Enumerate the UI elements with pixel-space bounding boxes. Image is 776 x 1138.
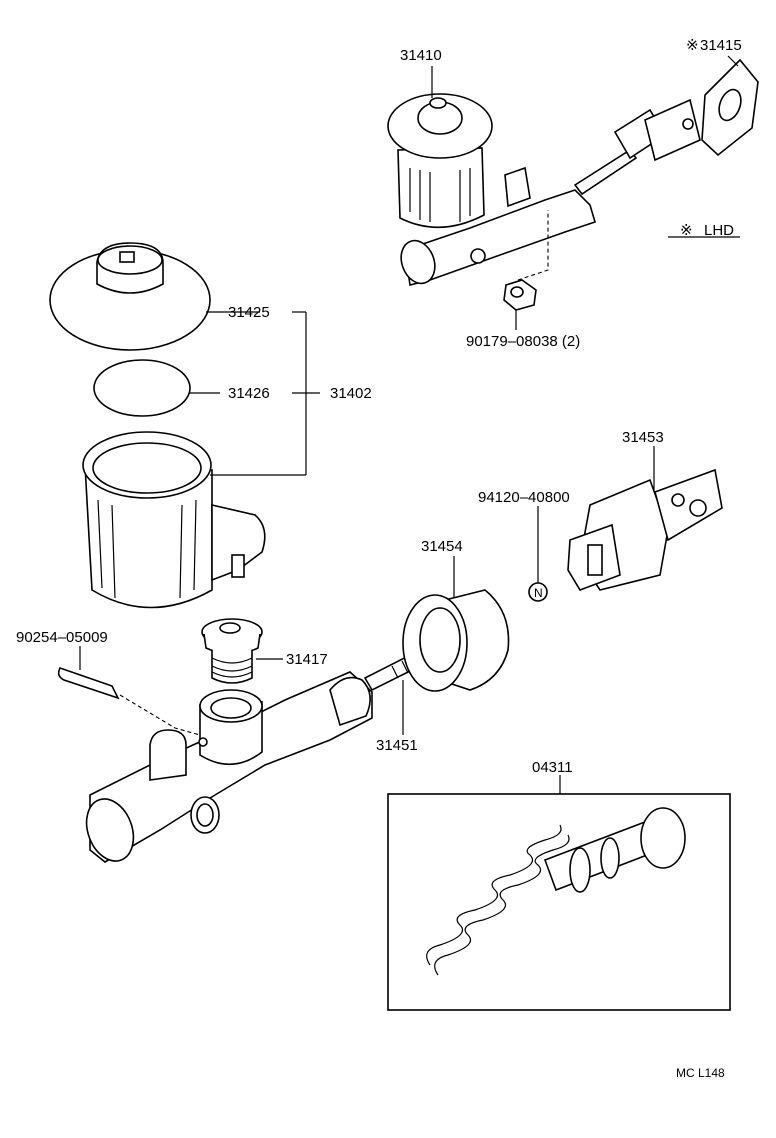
label-31451: 31451 [376, 737, 418, 754]
pin [57, 667, 201, 736]
nut-label: N [534, 586, 543, 600]
diaphragm [93, 359, 191, 417]
leader-lines [79, 55, 740, 794]
label-31410: 31410 [400, 47, 442, 64]
label-31417: 31417 [286, 651, 328, 668]
label-04311: 04311 [532, 759, 573, 776]
label-90254: 90254–05009 [16, 629, 108, 646]
label-31426: 31426 [228, 385, 270, 402]
small-cylinder-assembly [387, 58, 759, 311]
main-cylinder-body [85, 671, 373, 863]
repair-kit [387, 793, 731, 1011]
union-fitting [201, 618, 263, 684]
figure-code: MC L148 [676, 1066, 725, 1080]
label-lhd: LHD [704, 222, 734, 239]
label-94120: 94120–40800 [478, 489, 570, 506]
reservoir-group [49, 242, 307, 609]
label-31402: 31402 [330, 385, 372, 402]
clevis [528, 468, 723, 602]
label-90179: 90179–08038 (2) [466, 333, 580, 350]
note-mark-31415: ※ [686, 37, 699, 54]
note-mark-lhd: ※ [680, 222, 693, 239]
label-31454: 31454 [421, 538, 463, 555]
push-rod-and-boot [363, 589, 510, 692]
label-31415: 31415 [700, 37, 742, 54]
label-31453: 31453 [622, 429, 664, 446]
label-31425: 31425 [228, 304, 270, 321]
